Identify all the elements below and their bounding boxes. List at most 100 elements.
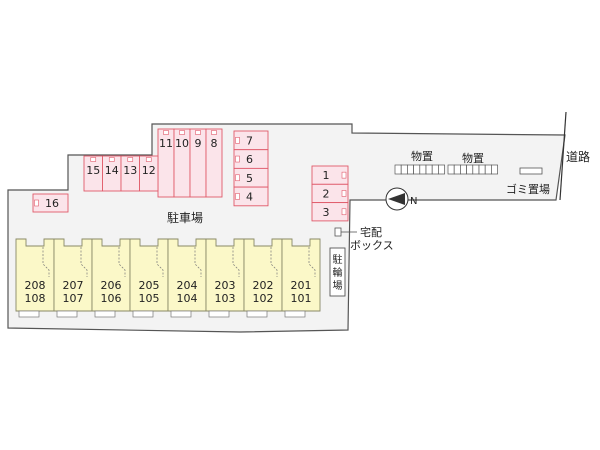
balcony: [18, 310, 40, 318]
parking-number: 6: [246, 153, 253, 166]
car-stop: [108, 157, 115, 162]
unit-upper-number: 203: [215, 279, 236, 292]
parking-number: 4: [246, 190, 253, 203]
storage-cell: [453, 164, 461, 175]
bicycle-parking: [329, 247, 346, 297]
parking-space: [233, 186, 269, 207]
car-stop: [341, 190, 347, 197]
unit-lower-number: 104: [177, 292, 198, 305]
balcony: [132, 310, 154, 318]
storage-cell: [413, 164, 421, 175]
parking-number: 12: [142, 164, 156, 177]
parking-number: 5: [246, 172, 253, 185]
car-stop: [341, 208, 347, 216]
unit-lower-number: 107: [63, 292, 84, 305]
parking-number: 1: [323, 169, 330, 182]
stair-line: [156, 247, 164, 277]
storage-cell: [407, 164, 414, 175]
balcony: [94, 310, 116, 318]
storage-cell: [478, 164, 486, 175]
unit-upper-number: 204: [177, 279, 198, 292]
stair-line: [270, 247, 278, 277]
stair-line: [118, 247, 126, 277]
unit-lower-number: 108: [25, 292, 46, 305]
storage-cell: [394, 164, 402, 175]
car-stop: [235, 193, 240, 200]
stair-line: [80, 247, 88, 277]
delivery-label-line1: 宅配: [360, 225, 382, 239]
storage-cell: [447, 164, 455, 175]
bicycle-label-2: 輪: [333, 266, 343, 279]
car-stop: [235, 137, 240, 144]
parking-number: 15: [86, 164, 100, 177]
storage-cell: [438, 164, 445, 175]
car-stop: [127, 157, 134, 162]
parking-number: 7: [246, 134, 253, 147]
car-stop: [211, 130, 217, 135]
storage-shed-left: [394, 164, 445, 175]
stair-line: [194, 247, 202, 277]
balcony: [170, 310, 192, 318]
parking-number: 3: [323, 206, 330, 219]
unit-lower-number: 106: [101, 292, 122, 305]
parking-number: 9: [195, 137, 202, 150]
parking-space: [32, 193, 69, 213]
parking-space: [311, 202, 349, 222]
car-stop: [235, 174, 240, 182]
storage-cell: [484, 164, 492, 175]
car-stop: [90, 157, 97, 162]
car-stop: [235, 155, 240, 163]
parking-number: 13: [123, 164, 137, 177]
storage-cell: [400, 164, 408, 175]
parking-space: [139, 155, 159, 192]
car-stop: [341, 171, 347, 179]
unit-upper-number: 206: [101, 279, 122, 292]
parking-number: 8: [211, 137, 218, 150]
unit-lower-number: 102: [253, 292, 274, 305]
unit-upper-number: 201: [291, 279, 312, 292]
garbage-area: [519, 167, 543, 175]
unit-upper-number: 208: [25, 279, 46, 292]
balcony: [208, 310, 230, 318]
car-stop: [195, 130, 201, 135]
parking-number: 2: [323, 187, 330, 200]
bicycle-label-1: 駐: [333, 253, 343, 266]
compass-north-label: N: [410, 196, 417, 207]
unit-upper-number: 202: [253, 279, 274, 292]
car-stop: [34, 199, 39, 207]
storage-cell: [466, 164, 474, 175]
balcony: [284, 310, 306, 318]
parking-number: 16: [45, 197, 59, 210]
car-stop: [163, 130, 169, 135]
stair-line: [42, 247, 50, 277]
unit-upper-number: 207: [63, 279, 84, 292]
delivery-label-line2: ボックス: [350, 239, 394, 252]
apartment-units: 2081082071072061062051052041042031032021…: [15, 238, 321, 318]
car-stop: [145, 157, 152, 162]
parking-number: 10: [175, 137, 189, 150]
storage-cell: [460, 164, 467, 175]
garbage-label: ゴミ置場: [506, 182, 550, 196]
unit-lower-number: 103: [215, 292, 236, 305]
road-edge-line: [559, 111, 567, 201]
balcony: [246, 310, 268, 318]
delivery-box: [334, 227, 342, 237]
storage-cell: [491, 164, 498, 175]
stair-line: [232, 247, 240, 277]
storage-cell: [425, 164, 433, 175]
storage-cell: [431, 164, 439, 175]
balcony: [56, 310, 78, 318]
storage-right-label: 物置: [462, 151, 484, 165]
unit-lower-number: 101: [291, 292, 312, 305]
storage-shed-right: [447, 164, 498, 175]
unit-lower-number: 105: [139, 292, 160, 305]
parking-number: 14: [105, 164, 119, 177]
car-stop: [179, 130, 185, 135]
storage-left-label: 物置: [411, 149, 433, 163]
parking-space: [205, 128, 223, 198]
unit-upper-number: 205: [139, 279, 160, 292]
road-label: 道路: [566, 149, 590, 164]
